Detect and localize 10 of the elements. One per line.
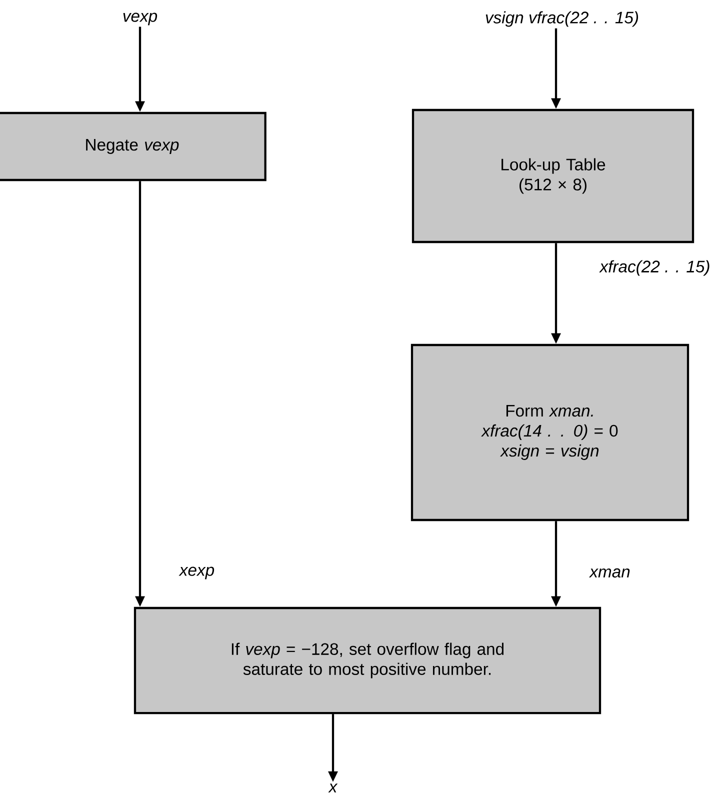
process-box: Form xman. xfrac(14 . . 0) = 0 xsign = vsign bbox=[410, 344, 690, 522]
edge-label: xfrac(22 . . 15) bbox=[599, 260, 710, 276]
process-box: If vexp = −128, set overflow flag and saturate to most positive number. bbox=[134, 606, 602, 714]
process-box: Negate vexp bbox=[0, 112, 266, 182]
signal-label: vsign vfrac(22 . . 15) bbox=[486, 11, 638, 27]
edge-label: xexp bbox=[178, 566, 214, 580]
signal-label: vexp bbox=[123, 12, 158, 26]
signal-label: x bbox=[328, 784, 338, 792]
process-box: Look-up Table (512 × 8) bbox=[412, 108, 694, 244]
edge-label: xman bbox=[588, 568, 630, 578]
